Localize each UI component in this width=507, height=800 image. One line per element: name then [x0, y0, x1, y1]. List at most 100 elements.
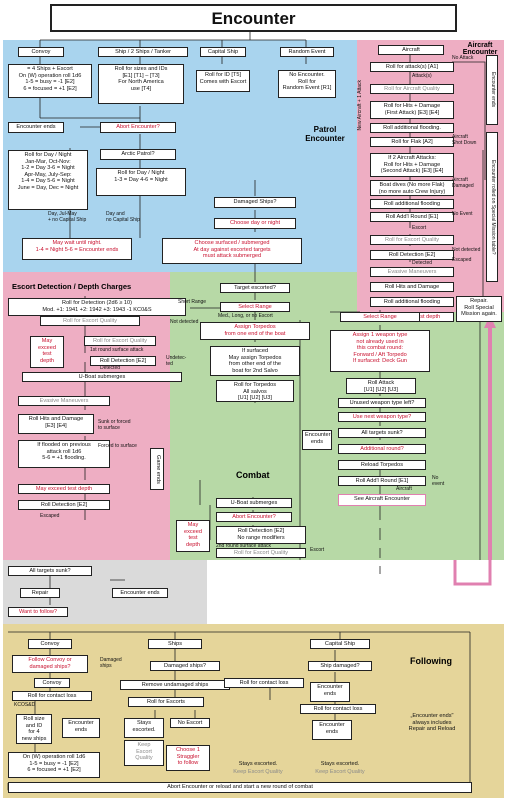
capital-ship-box: Capital Ship — [200, 47, 246, 57]
boat-dives-box: Boat dives (No more Flak) (no more auto … — [370, 180, 454, 196]
escort-quality-box: Roll for Escort Quality — [370, 235, 454, 245]
combat-escort-quality: Roll for Escort Quality — [216, 548, 306, 558]
stays-escorted-box: Stays escorted. — [124, 718, 164, 738]
escort-detection-box: Roll for Detection (2d6 ≥ 10) Mod. +1: 1… — [8, 298, 186, 316]
escaped-label-2: Escaped — [40, 513, 60, 519]
keep-quality-3: Keep Escort Quality — [315, 769, 365, 775]
roll-torpedos-box: Roll for Torpedos All salvos [U1] [U2] [… — [216, 380, 294, 402]
roll-size-box: Roll size and ID for 4 new ships — [16, 714, 52, 744]
flooding-box-2: Roll additional flooding — [370, 199, 454, 209]
shot-down-label: Aircraft Shot Down — [452, 134, 477, 146]
attacks-label: Attack(s) — [412, 73, 432, 79]
sunk-repair-box: Repair — [20, 588, 60, 598]
following-ships: Ships — [148, 639, 202, 649]
repair-special-box: Repair. Roll Special Mission again. — [456, 296, 502, 322]
on-w-box: On (W) operation roll 1d6 1-5 = busy = -… — [8, 752, 100, 778]
choose-day-night: Choose day or night — [214, 218, 296, 229]
follow-convoy-box: Follow Convoy or damaged ships? — [12, 655, 88, 673]
contact-loss-box-2: Roll for contact loss — [224, 678, 304, 688]
second-round-label: 2nd round surface attack — [216, 543, 272, 549]
detected-label: Detected — [412, 260, 433, 266]
combat-detection-box: Roll Detection [E2] No range modifiers — [216, 526, 306, 544]
ships-box: Ship / 2 Ships / Tanker — [98, 47, 188, 57]
game-ends-box: Game ends — [150, 448, 164, 490]
sunk-encounter-ends: Encounter ends — [112, 588, 168, 598]
reload-torpedos-box: Reload Torpedos — [338, 460, 426, 470]
all-targets-sunk-box: All targets sunk? — [338, 428, 426, 438]
not-detected-label: Not detected — [452, 247, 481, 253]
patrol-encounter-header: Patrol Encounter — [305, 125, 345, 143]
aircraft-encounter-header: Aircraft Encounter — [462, 42, 498, 56]
not-detected-label-2: Not detected — [170, 319, 199, 325]
sunk-all-targets-box: All targets sunk? — [8, 566, 92, 576]
undetected-label: Undetec- ted — [166, 355, 187, 367]
convoy-box: Convoy — [18, 47, 64, 57]
escort-label: Escort — [412, 225, 427, 231]
may-wait-night: May wait until night. 1-4 = Night 5-6 = … — [22, 238, 132, 260]
straggler-box: Choose 1 Straggler to follow — [166, 745, 210, 771]
second-attack-box: If 2 Aircraft Attacks: Roll for Hits + D… — [370, 153, 454, 177]
evasive-box: Evasive Maneuvers — [370, 267, 454, 277]
escort-detection-roll: Roll Detection [E2] — [90, 356, 156, 366]
detected-label-2: Detected — [100, 365, 121, 371]
roll-escorts-box: Roll for Escorts — [128, 697, 204, 707]
hits-damage-first-box: Roll for Hits + Damage (First Attack) [E… — [370, 101, 454, 119]
keep-quality-box: Keep Escort Quality — [124, 740, 164, 766]
following-header: Following — [410, 656, 452, 666]
kcos-label: KCOS&D — [14, 702, 36, 708]
convoy-detail: = 4 Ships + Escort On (W) operation roll… — [8, 64, 92, 98]
stays-escorted-3: Stays escorted. — [320, 761, 360, 767]
no-attack-label: No Attack — [452, 55, 474, 61]
forced-label: Forced to surface — [98, 443, 137, 449]
flak-box: Roll for Flak [A2] — [370, 137, 454, 147]
use-next-weapon-box: Use next weapon type? — [338, 412, 426, 422]
day-no-capital-label: Day and no Capital Ship — [106, 211, 140, 223]
combat-submerges-box: U-Boat submerges — [216, 498, 292, 508]
arctic-day-night-roll: Roll for Day / Night 1-3 = Day 4-6 = Nig… — [96, 168, 186, 196]
combat-aircraft-label: Aircraft — [396, 486, 412, 492]
combat-no-event-label: No event — [432, 475, 445, 487]
see-aircraft-box: See Aircraft Encounter — [338, 494, 426, 506]
sunk-label: Sunk or forced to surface — [98, 419, 131, 431]
u-boat-submerges-box: U-Boat submerges — [22, 372, 182, 382]
encounter-ends-box: Encounter ends — [8, 122, 64, 133]
damaged-ships-box: Damaged Ships? — [214, 197, 296, 208]
flooding-box-1: Roll additional flooding. — [370, 123, 454, 133]
aircraft-box: Aircraft — [378, 45, 444, 55]
aircraft-quality-roll: Roll for Escort Quality — [84, 336, 156, 346]
target-escorted-box: Target escorted? — [220, 283, 290, 293]
select-range-box-2: Select Range — [340, 312, 420, 322]
abort-encounter-box: Abort Encounter? — [100, 122, 176, 133]
following-enc-ends-2: Encounter ends — [310, 682, 350, 702]
combat-escort-label: Escort — [310, 547, 325, 553]
roll-attack-box: Roll Attack [U1] [U2] [U3] — [346, 378, 416, 394]
encounter-note: „Encounter ends" always includes Repair … — [408, 713, 456, 733]
short-range-label: Short Range — [178, 299, 207, 305]
if-surfaced-box: If surfaced May assign Torpedos from oth… — [210, 346, 300, 376]
remove-undamaged-box: Remove undamaged ships — [120, 680, 230, 690]
escort-quality-roll: Roll for Escort Quality — [40, 316, 140, 326]
want-follow-box: Want to follow? — [8, 607, 68, 617]
no-escort-box: No Escort — [170, 718, 210, 728]
page-title: Encounter — [50, 4, 457, 32]
damaged-label: Aircraft Damaged — [452, 177, 474, 189]
day-night-roll: Roll for Day / Night Jan-Mar, Oct-Nov: 1… — [8, 150, 88, 210]
ship-damaged-box: Ship damaged? — [308, 661, 372, 671]
range-options-label: Med., Long, or no Escort — [218, 313, 273, 319]
special-mission-box: Encounter rolled on Special Mission tabl… — [486, 132, 498, 282]
combat-add-round-box: Roll Add'l Round [E1] — [338, 476, 426, 486]
combat-encounter-ends: Encounter ends — [302, 430, 332, 450]
following-convoy: Convoy — [28, 639, 72, 649]
keep-quality-2: Keep Escort Quality — [233, 769, 283, 775]
random-event-box: Random Event — [280, 47, 334, 57]
surface-attack-label: 1st round surface attack — [90, 347, 144, 353]
choose-surfaced-submerged: Choose surfaced / submerged At day again… — [162, 238, 302, 264]
aircraft-encounter-ends: Encounter ends — [486, 55, 498, 125]
ships-detail: Roll for sizes and IDs [E1] [T1] – [T3] … — [98, 64, 184, 104]
abort-bottom-box: Abort Encounter or reload and start a ne… — [8, 782, 472, 793]
arctic-patrol-box: Arctic Patrol? — [100, 149, 176, 160]
combat-header: Combat — [236, 470, 270, 480]
roll-detection-box-2: Roll Detection [E2] — [18, 500, 110, 510]
escort-header: Escort Detection / Depth Charges — [12, 282, 132, 291]
assign-torpedos-box: Assign Torpedos from one end of the boat — [200, 322, 310, 340]
